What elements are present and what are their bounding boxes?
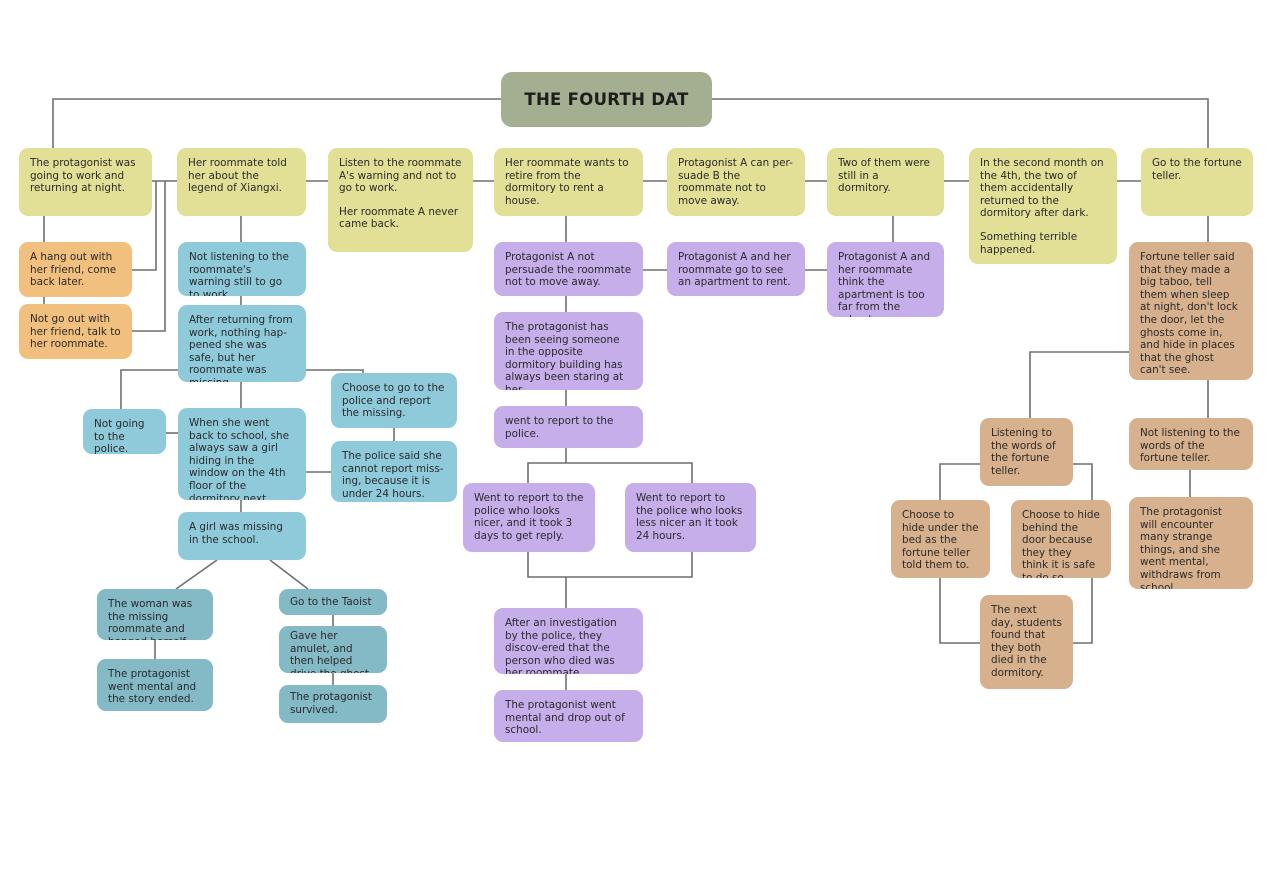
node-protagonist-survived: The protagonist survived. [279,685,387,723]
node-listen-warning: Listen to the roommate A's warning and n… [328,148,473,252]
node-report-police: went to report to the police. [494,406,643,448]
node-go-to-taoist: Go to the Taoist [279,589,387,615]
node-strange-things: The protagonist will encounter many stra… [1129,497,1253,589]
node-text: The protagonist will encounter many stra… [1140,506,1222,589]
node-girl-missing-school: A girl was missing in the school. [178,512,306,560]
connector-k2-k5 [1073,463,1093,500]
node-fortune-teller-taboo: Fortune teller said that they made a big… [1129,242,1253,380]
node-text: The woman was the missing roommate and h… [108,598,193,640]
node-going-to-work: The protagonist was going to work and re… [19,148,152,216]
connector-title-left [52,98,501,148]
node-police-cannot-report: The police said she cannot report miss-i… [331,441,457,502]
node-text: Not listening to the words of the fortun… [1140,427,1240,465]
node-text: The police said she cannot report miss-i… [342,450,444,500]
node-text: Choose to hide behind the door because t… [1022,509,1100,578]
node-text: Protagonist A can per-suade B the roomma… [678,157,793,207]
node-hide-under-bed: Choose to hide under the bed as the fort… [891,500,990,578]
node-text: Gave her amulet, and then helped drive t… [290,630,372,673]
node-girl-in-window: When she went back to school, she always… [178,408,306,500]
connector-title-right [712,98,1209,148]
node-not-listening-fortune-teller: Not listening to the words of the fortun… [1129,418,1253,470]
node-text: Her roommate A never came back. [339,205,459,231]
node-roommate-legend: Her roommate told her about the legend o… [177,148,306,216]
node-both-died: The next day, students found that they b… [980,595,1073,689]
node-text: The protagonist was going to work and re… [30,157,136,195]
connector-k4-k6 [939,578,980,644]
node-report-missing: Choose to go to the police and report th… [331,373,457,428]
connector-k5-k6 [1073,578,1093,644]
node-text: Listen to the roommate A's warning and n… [339,157,462,195]
node-someone-staring: The protagonist has been seeing someone … [494,312,643,390]
node-hide-behind-door: Choose to hide behind the door because t… [1011,500,1111,578]
node-text: Went to report to the police who looks n… [474,492,584,542]
node-text: Go to the Taoist [290,596,372,608]
node-text: A hang out with her friend, come back la… [30,251,117,289]
node-roommate-retire: Her roommate wants to retire from the do… [494,148,643,216]
node-apartment-too-far: Protagonist A and her roommate think the… [827,242,944,317]
node-text: Protagonist A and her roommate think the… [838,251,931,317]
node-text: The next day, students found that they b… [991,604,1062,679]
node-text: Choose to hide under the bed as the fort… [902,509,979,572]
connector-p-split [527,462,693,483]
node-listening-fortune-teller: Listening to the words of the fortune te… [980,418,1073,486]
connector-k1-k2 [1029,351,1129,418]
node-text: Her roommate told her about the legend o… [188,157,287,195]
node-text: Listening to the words of the fortune te… [991,427,1056,477]
node-text: The protagonist survived. [290,691,372,716]
node-less-nicer-police: Went to report to the police who looks l… [625,483,756,552]
node-story-ended: The protagonist went mental and the stor… [97,659,213,711]
node-text: Protagonist A and her roommate go to see… [678,251,791,289]
node-still-in-dorm: Two of them were still in a dormitory. [827,148,944,216]
connector-p-merge [527,552,693,578]
node-text: Something terrible happened. [980,230,1078,256]
node-returned-after-dark: In the second month on the 4th, the two … [969,148,1117,264]
connector-k2-k4 [939,463,980,500]
node-text: The protagonist went mental and drop out… [505,699,625,737]
node-text: Not listening to the roommate's warning … [189,251,289,296]
connector-b7-t3 [269,559,309,590]
node-not-going-police: Not going to the police. [83,409,166,454]
node-woman-hanged: The woman was the missing roommate and h… [97,589,213,640]
node-nicer-police: Went to report to the police who looks n… [463,483,595,552]
node-text: After an investigation by the police, th… [505,617,617,674]
node-not-persuade: Protagonist A not persuade the roommate … [494,242,643,296]
node-persuade-roommate: Protagonist A can per-suade B the roomma… [667,148,805,216]
node-text: Fortune teller said that they made a big… [1140,251,1238,377]
node-text: Two of them were still in a dormitory. [838,157,930,195]
node-drop-out: The protagonist went mental and drop out… [494,690,643,742]
node-hang-out: A hang out with her friend, come back la… [19,242,132,297]
node-amulet: Gave her amulet, and then helped drive t… [279,626,387,673]
node-text: Not going to the police. [94,418,145,454]
node-text: When she went back to school, she always… [189,417,290,500]
node-text: The protagonist went mental and the stor… [108,668,197,706]
node-text: Choose to go to the police and report th… [342,382,445,420]
diagram-title: THE FOURTH DAT [501,72,712,127]
node-roommate-missing: After returning from work, nothing hap-p… [178,305,306,382]
connector-b7-t1 [175,559,218,590]
node-text: Not go out with her friend, talk to her … [30,313,121,351]
node-fortune-teller: Go to the fortune teller. [1141,148,1253,216]
node-text: After returning from work, nothing hap-p… [189,314,293,382]
node-not-go-out: Not go out with her friend, talk to her … [19,304,132,359]
node-text: A girl was missing in the school. [189,521,283,546]
node-text: Protagonist A not persuade the roommate … [505,251,632,289]
node-text: went to report to the police. [505,415,614,440]
node-text: In the second month on the 4th, the two … [980,157,1104,220]
node-text: Went to report to the police who looks l… [636,492,743,542]
node-text: Go to the fortune teller. [1152,157,1242,182]
node-text: Her roommate wants to retire from the do… [505,157,629,207]
node-not-listening-warning: Not listening to the roommate's warning … [178,242,306,296]
node-text: The protagonist has been seeing someone … [505,321,624,390]
node-investigation: After an investigation by the police, th… [494,608,643,674]
node-see-apartment: Protagonist A and her roommate go to see… [667,242,805,296]
